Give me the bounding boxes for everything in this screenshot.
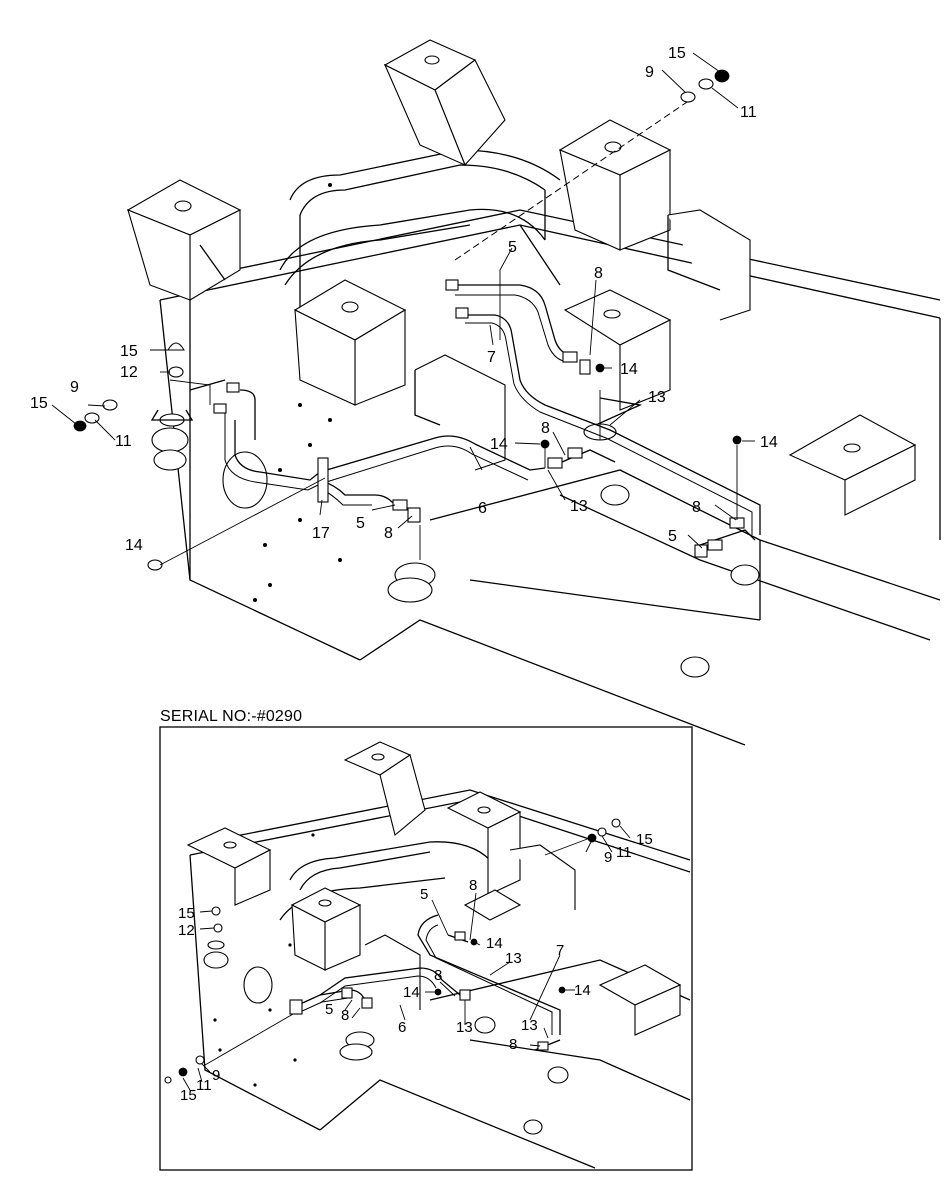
main-leader-lines: [51, 52, 755, 566]
label-main-15-a: 15: [668, 45, 686, 62]
label-main-9-a: 9: [645, 64, 654, 81]
label-inset-11-a: 11: [616, 844, 632, 861]
inset-part-labels: 15 11 9 15 12 5 8 14 8 13 7 14 14 8 13 5…: [178, 831, 653, 1104]
label-inset-14-b: 14: [403, 984, 420, 1001]
label-main-5-b: 5: [356, 515, 365, 532]
label-main-11-b: 11: [115, 433, 132, 450]
label-main-9-b: 9: [70, 379, 79, 396]
main-hardware: [73, 69, 742, 571]
main-dashed-leader: [454, 99, 691, 261]
label-main-8-a: 8: [594, 265, 603, 282]
label-inset-8-a: 8: [469, 877, 477, 894]
inset-serial-header: SERIAL NO:-#0290: [160, 708, 303, 725]
label-main-13-b: 13: [570, 498, 588, 515]
inset-leader-lines: [182, 825, 631, 1091]
inset-hardware: [164, 818, 621, 1084]
label-main-8-c: 8: [384, 525, 393, 542]
label-inset-13-b: 13: [521, 1017, 538, 1034]
label-main-13-a: 13: [648, 389, 666, 406]
main-part-labels: 15 9 11 5 8 14 7 13 15 12 9 15 11 14 8 5…: [30, 45, 778, 554]
inset-frame-structure: [186, 741, 691, 1169]
label-inset-14-c: 14: [574, 982, 591, 999]
label-inset-12: 12: [178, 922, 195, 939]
label-inset-9-a: 9: [604, 849, 612, 866]
label-main-8-b: 8: [541, 420, 550, 437]
label-inset-5-b: 5: [325, 1001, 333, 1018]
label-inset-13-c: 13: [456, 1019, 473, 1036]
label-main-6: 6: [478, 500, 487, 517]
label-main-15-b: 15: [120, 343, 138, 360]
label-inset-8-b: 8: [434, 967, 442, 984]
inset-hydraulic-pipes: [204, 837, 591, 1066]
label-inset-9-b: 9: [212, 1067, 220, 1084]
label-main-17: 17: [312, 525, 330, 542]
label-main-14-c: 14: [760, 434, 778, 451]
label-inset-8-c: 8: [509, 1036, 517, 1053]
label-inset-13-a: 13: [505, 950, 522, 967]
label-inset-15-c: 15: [180, 1087, 197, 1104]
label-main-8-d: 5: [668, 528, 677, 545]
label-main-5-a: 5: [508, 239, 517, 256]
inset-border: [159, 726, 693, 1171]
label-inset-15-a: 15: [636, 831, 653, 848]
label-main-14-a: 14: [620, 361, 638, 378]
label-inset-8-d: 8: [341, 1007, 349, 1024]
label-inset-5-a: 5: [420, 886, 428, 903]
label-main-7: 7: [487, 349, 496, 366]
label-inset-6: 6: [398, 1019, 406, 1036]
label-main-14-b: 14: [490, 436, 508, 453]
label-main-11-a: 11: [740, 104, 757, 121]
label-main-13-c: 8: [692, 499, 701, 516]
label-main-14-d: 14: [125, 537, 143, 554]
label-main-15-c: 15: [30, 395, 48, 412]
label-inset-7: 7: [556, 942, 564, 959]
label-inset-11-b: 11: [196, 1077, 212, 1094]
label-inset-15-b: 15: [178, 905, 195, 922]
label-inset-14-a: 14: [486, 935, 503, 952]
main-hydraulic-pipes: [213, 279, 761, 558]
label-main-12: 12: [120, 364, 138, 381]
main-frame-structure: [126, 39, 941, 746]
